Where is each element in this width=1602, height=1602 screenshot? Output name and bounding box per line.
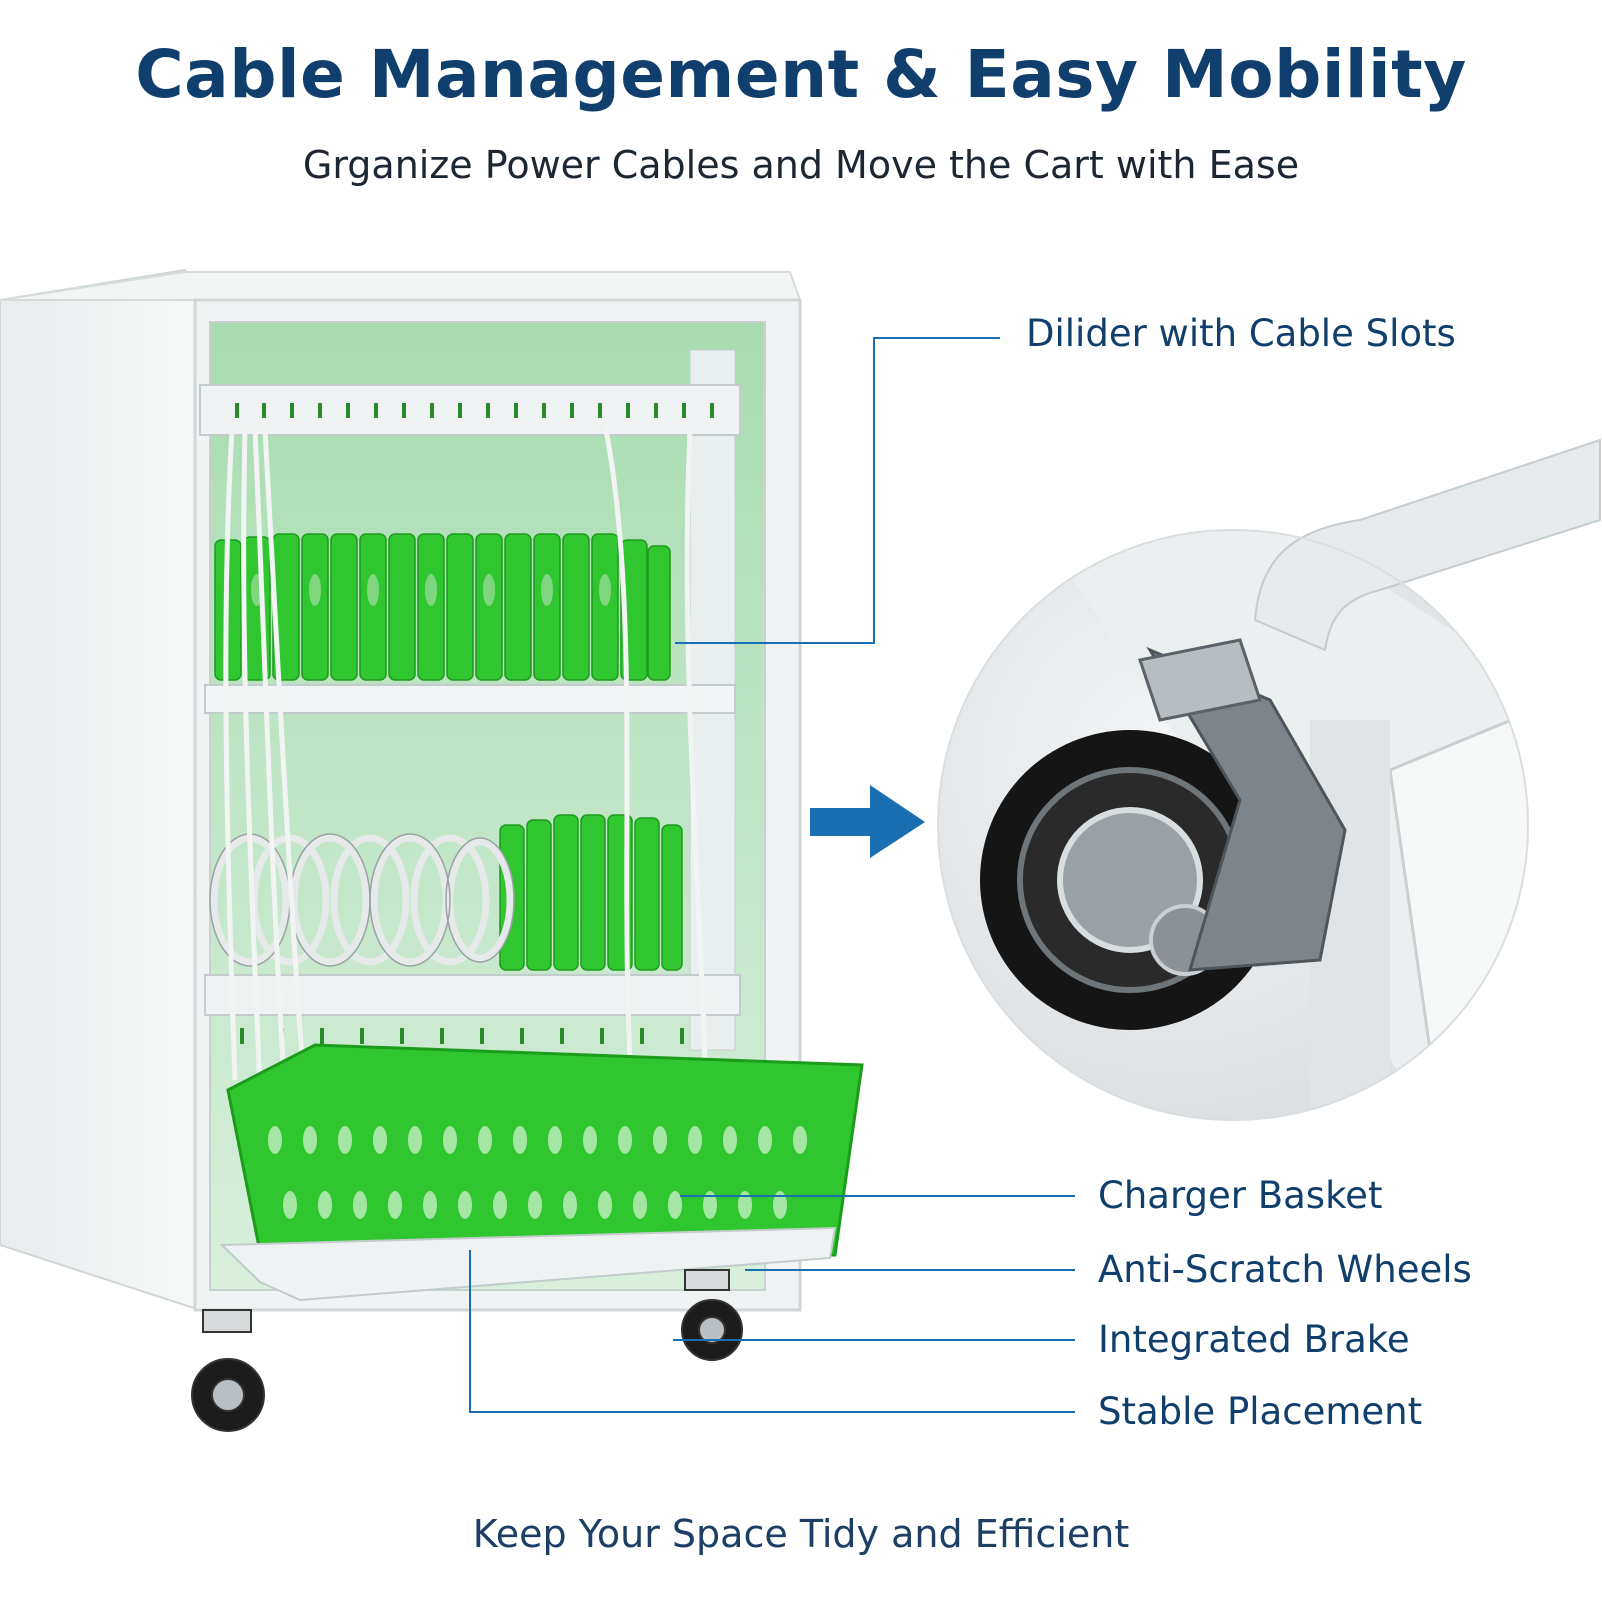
callout-brake-label: Integrated Brake [1098, 1318, 1410, 1361]
basket-holes [268, 1126, 807, 1219]
charging-cart [0, 268, 864, 1432]
upper-shelf [204, 684, 736, 714]
wheel-detail-zoom [937, 438, 1601, 1121]
callout-leaders [469, 337, 1075, 1413]
top-slotted-rail [199, 384, 741, 436]
cart-side-panel [0, 268, 201, 1312]
caster-wheel-front [191, 1309, 265, 1432]
callout-divider-label: Dilider with Cable Slots [1026, 312, 1456, 355]
callout-placement-label: Stable Placement [1098, 1390, 1423, 1433]
arrow-right-icon [810, 785, 925, 858]
lower-divider-row [499, 814, 683, 971]
callout-basket-label: Charger Basket [1098, 1174, 1383, 1217]
footer-tagline: Keep Your Space Tidy and Efficient [472, 1512, 1130, 1556]
zoom-caster-bracket [1146, 646, 1347, 972]
upper-divider-row [214, 533, 671, 681]
rail-slots [235, 403, 714, 418]
zoom-brake-pedal [1138, 638, 1262, 722]
caster-wheel-rear [681, 1269, 743, 1361]
hanging-cables [223, 424, 708, 1101]
page-title: Cable Management & Easy Mobility [135, 36, 1467, 113]
lower-shelf [204, 974, 741, 1016]
page-subtitle: Grganize Power Cables and Move the Cart … [302, 143, 1300, 187]
basket-slide-tray [219, 1226, 837, 1302]
callout-wheels-label: Anti-Scratch Wheels [1098, 1248, 1472, 1291]
cart-top [0, 271, 802, 301]
zoom-handle [1253, 438, 1601, 652]
